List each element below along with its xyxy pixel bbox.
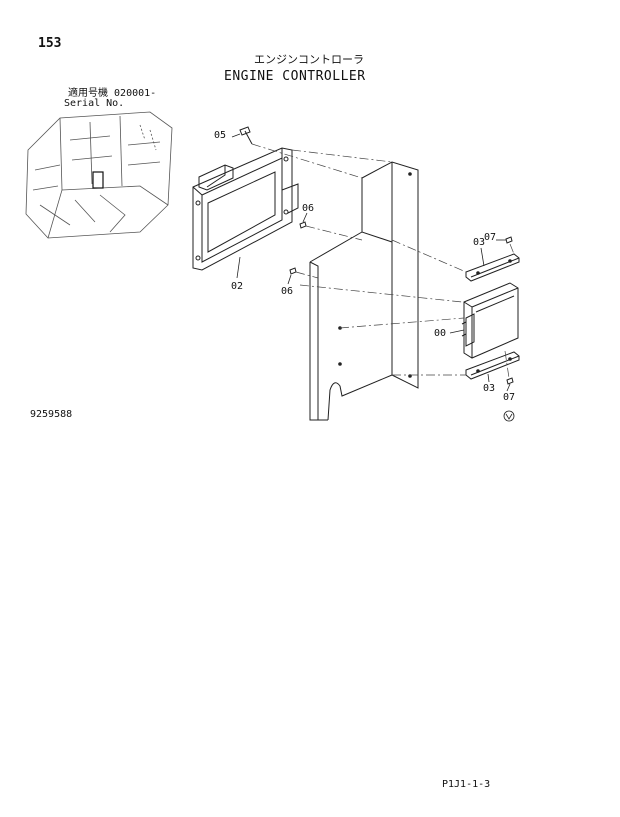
callout-03-upper: 03 bbox=[473, 237, 486, 248]
title-japanese: エンジンコントローラ bbox=[254, 53, 364, 66]
leader-lines bbox=[231, 133, 511, 392]
part-06-screw-b bbox=[289, 267, 297, 275]
callout-07-upper: 07 bbox=[484, 232, 497, 243]
callout-06-lower: 06 bbox=[281, 286, 294, 297]
title-english: ENGINE CONTROLLER bbox=[224, 69, 366, 84]
callout-00: 00 bbox=[434, 328, 447, 339]
callout-05: 05 bbox=[214, 130, 227, 141]
page-number: 153 bbox=[38, 36, 62, 51]
serial-value: 020001- bbox=[114, 88, 157, 99]
stamp-mark bbox=[503, 410, 515, 422]
part-07-screw-b bbox=[506, 377, 514, 385]
callout-03-lower: 03 bbox=[483, 383, 496, 394]
part-02-frame bbox=[192, 147, 299, 271]
assembly-centerlines bbox=[251, 143, 515, 379]
part-00-controller bbox=[461, 282, 519, 359]
serial-label-japanese: 適用号機 020001- bbox=[68, 89, 156, 99]
part-03-strip-lower bbox=[465, 351, 520, 380]
callout-07-lower: 07 bbox=[503, 392, 516, 403]
part-03-strip-upper bbox=[465, 253, 520, 282]
part-07-screw-a bbox=[505, 236, 513, 244]
part-06-screw-a bbox=[299, 221, 307, 229]
part-05-bolt bbox=[239, 126, 253, 145]
page-code: P1J1-1-3 bbox=[442, 779, 491, 790]
callout-06-upper: 06 bbox=[302, 203, 315, 214]
drawing-number: 9259588 bbox=[30, 409, 73, 420]
serial-label-jp-text: 適用号機 bbox=[68, 88, 108, 99]
mounting-panel bbox=[309, 161, 419, 421]
callout-02: 02 bbox=[231, 281, 244, 292]
serial-label-english: Serial No. bbox=[64, 98, 125, 109]
machine-locator-sketch bbox=[25, 111, 173, 239]
